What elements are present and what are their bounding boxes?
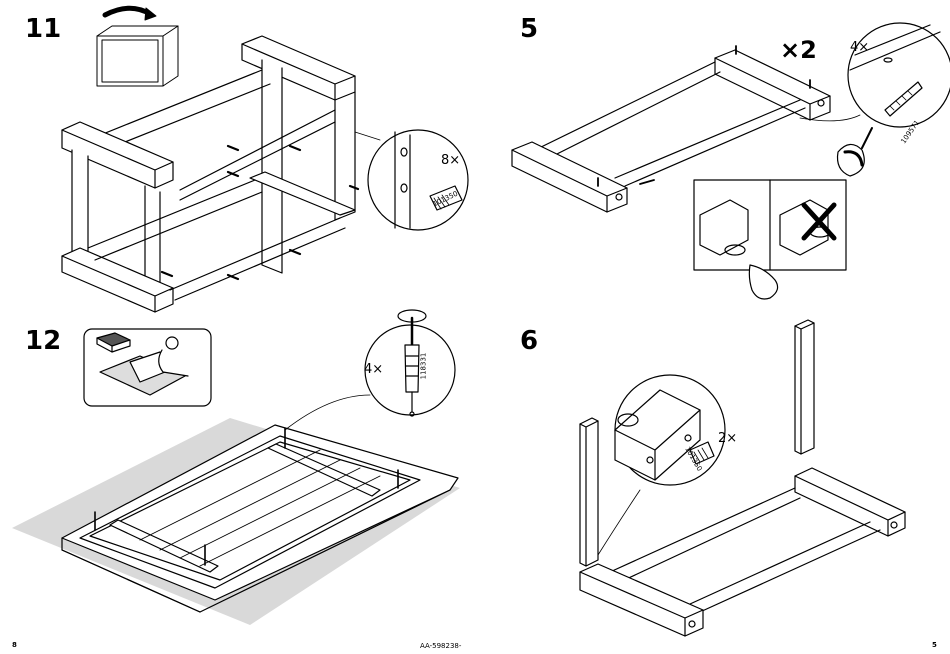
step12-illustration xyxy=(12,310,460,625)
step11-dowel-count: 8× xyxy=(441,153,460,168)
right-page-number: 5 xyxy=(932,641,937,649)
step12-screw-count: 4× xyxy=(364,362,383,377)
step5-screw-count: 4× xyxy=(850,40,869,55)
document-code: AA-598238- xyxy=(420,642,461,650)
step5-illustration xyxy=(512,23,950,299)
step6-dowel-count: 2× xyxy=(718,431,737,446)
step12-part-number: 118331 xyxy=(419,353,427,380)
step11-illustration xyxy=(62,8,468,312)
step6-illustration xyxy=(580,320,905,636)
left-page-number: 8 xyxy=(12,641,17,649)
rotate-thumbnail xyxy=(97,8,178,86)
